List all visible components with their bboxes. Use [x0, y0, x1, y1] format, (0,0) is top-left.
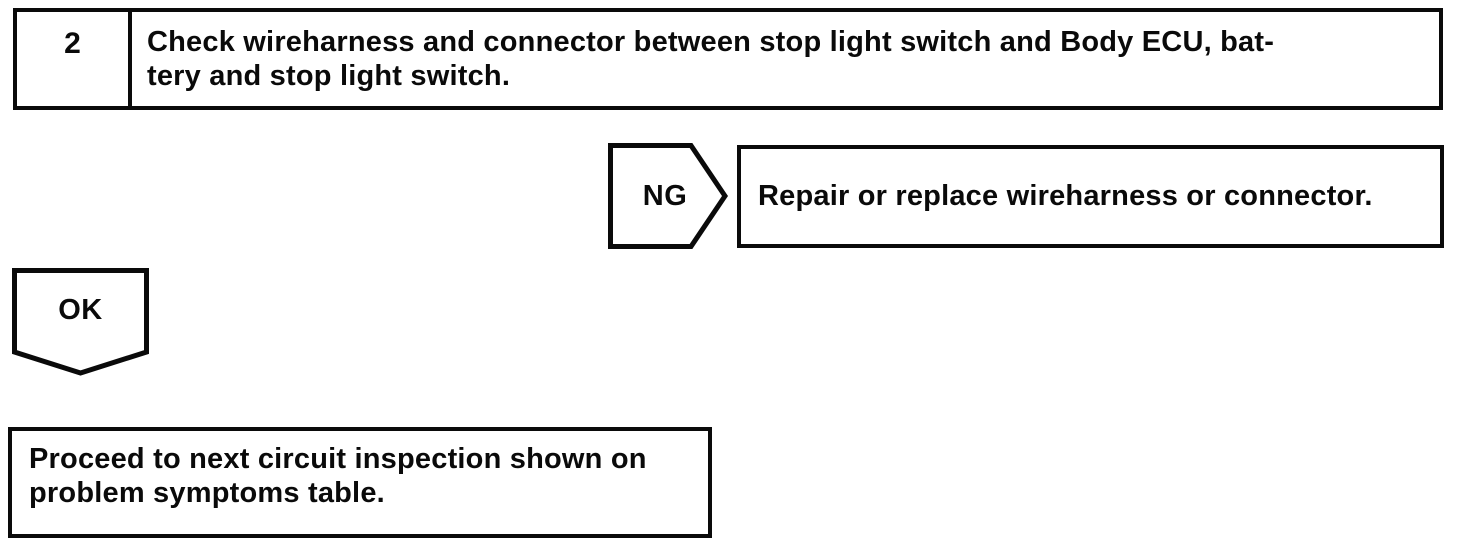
ok-label: OK — [58, 293, 103, 326]
ok-action-line-2: problem symptoms table. — [29, 477, 385, 509]
ng-label: NG — [642, 179, 688, 212]
ng-connector: NG — [608, 143, 728, 249]
ok-action-box: Proceed to next circuit inspection shown… — [8, 427, 712, 538]
ok-action-line-1: Proceed to next circuit inspection shown… — [29, 443, 647, 475]
ok-connector: OK — [12, 268, 149, 376]
ok-pentagon-arrow-icon — [12, 268, 149, 376]
step-number: 2 — [17, 12, 132, 106]
ng-pentagon-arrow-icon — [608, 143, 728, 249]
step-instruction-line-2: tery and stop light switch. — [147, 60, 511, 92]
ng-action-box: Repair or replace wireharness or connect… — [737, 145, 1444, 248]
step-box: 2 Check wireharness and connector betwee… — [13, 8, 1443, 110]
step-instruction-line-1: Check wireharness and connector between … — [147, 26, 1275, 58]
step-instruction: Check wireharness and connector between … — [132, 12, 1439, 106]
ng-action-text: Repair or replace wireharness or connect… — [758, 180, 1373, 212]
